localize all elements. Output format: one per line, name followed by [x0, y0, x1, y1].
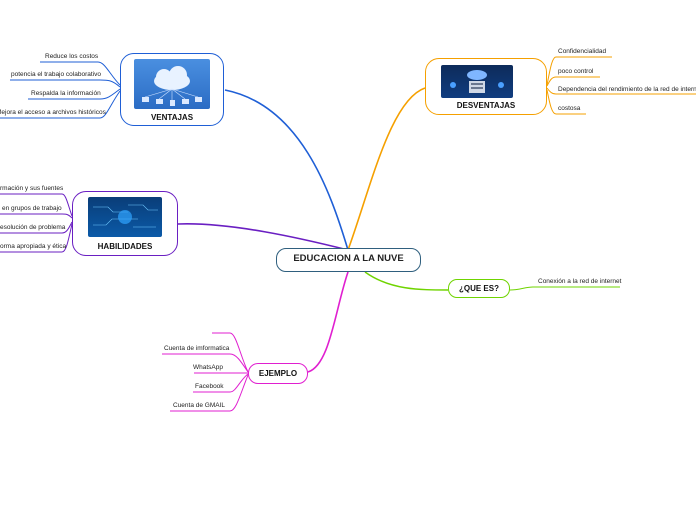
- cloud-network-image: [134, 59, 210, 109]
- connector-que-es: [364, 271, 449, 291]
- connector-habilidades: [177, 223, 349, 251]
- ventajas-item[interactable]: Mejora el acceso a archivos históricos: [0, 109, 106, 116]
- habilidades-item[interactable]: en grupos de trabajo: [2, 205, 62, 212]
- habilidades-item[interactable]: esolución de problema: [0, 224, 66, 231]
- ejemplo-item[interactable]: Cuenta de GMAIL: [173, 402, 226, 409]
- server-icon: [450, 70, 504, 93]
- ejemplo-item[interactable]: WhatsApp: [193, 364, 223, 371]
- habilidades-leaf-connectors: [0, 193, 73, 253]
- ejemplo-node[interactable]: EJEMPLO: [248, 363, 308, 384]
- ejemplo-title: EJEMPLO: [258, 369, 298, 378]
- habilidades-item[interactable]: rmación y sus fuentes: [0, 185, 64, 192]
- ventajas-node[interactable]: VENTAJAS: [120, 53, 224, 126]
- desventajas-title: DESVENTAJAS: [456, 101, 516, 110]
- ventajas-item[interactable]: potencia el trabajo colaborativo: [11, 71, 101, 78]
- habilidades-node[interactable]: HABILIDADES: [72, 191, 178, 256]
- que-es-item[interactable]: Conexión a la red de internet: [538, 278, 622, 285]
- desventajas-item[interactable]: Dependencia del rendimiento de la red de…: [558, 86, 696, 93]
- cloud-server-image: [441, 65, 513, 98]
- que-es-leaf-connector: [509, 286, 620, 291]
- ejemplo-item[interactable]: Facebook: [195, 383, 224, 390]
- digital-circuit-image: [88, 197, 162, 237]
- desventajas-item[interactable]: poco control: [558, 68, 594, 75]
- desventajas-leaf-connectors: [546, 56, 696, 115]
- desventajas-item[interactable]: costosa: [558, 105, 581, 112]
- ventajas-item[interactable]: Respalda la información: [31, 90, 101, 97]
- central-topic[interactable]: EDUCACION A LA NUVE: [276, 248, 421, 272]
- connector-ventajas: [224, 89, 349, 251]
- ventajas-title: VENTAJAS: [150, 113, 194, 122]
- habilidades-item[interactable]: orma apropiada y ética: [0, 243, 67, 250]
- ejemplo-item[interactable]: Cuenta de imformatica: [164, 345, 230, 352]
- desventajas-node[interactable]: DESVENTAJAS: [425, 58, 547, 115]
- habilidades-title: HABILIDADES: [97, 242, 153, 251]
- desventajas-item[interactable]: Confidencialidad: [558, 48, 607, 55]
- circuit-icon: [93, 204, 158, 228]
- que-es-node[interactable]: ¿QUE ES?: [448, 279, 510, 298]
- que-es-title: ¿QUE ES?: [458, 284, 499, 293]
- ejemplo-leaf-connectors: [162, 332, 249, 412]
- ventajas-leaf-connectors: [0, 61, 121, 119]
- cloud-icon: [142, 66, 202, 106]
- connector-desventajas: [347, 87, 426, 251]
- ventajas-item[interactable]: Reduce los costos: [45, 53, 99, 60]
- connector-ejemplo: [307, 271, 349, 373]
